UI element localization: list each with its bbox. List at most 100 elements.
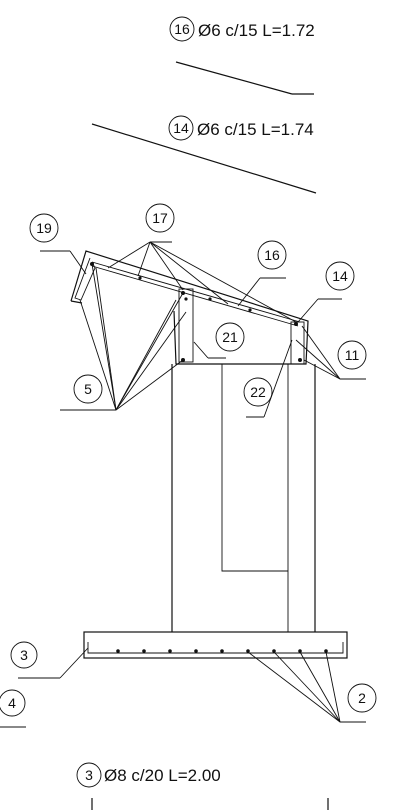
leader (137, 241, 151, 277)
label-14-text: 14 (332, 268, 348, 284)
slab-outline (70, 250, 309, 365)
leader (115, 299, 177, 411)
bar-16-shape (175, 61, 293, 95)
rebar-dot (272, 649, 276, 653)
label-2: 2 (247, 651, 377, 723)
label-circle (73, 374, 103, 404)
label-3-text: 3 (20, 647, 28, 663)
label-circle (347, 683, 377, 713)
label-2-text: 2 (358, 690, 366, 706)
rebar-dot (184, 297, 188, 301)
leader (295, 339, 341, 380)
leader (303, 359, 341, 380)
label-circle (215, 322, 245, 352)
callout-bar-16: 16 Ø6 c/15 L=1.72 (169, 16, 315, 95)
callout-bar-3: 3 Ø8 c/20 L=2.00 (76, 762, 329, 810)
bar-16-spec: Ø6 c/15 L=1.72 (198, 21, 315, 40)
rebar-dot (168, 649, 172, 653)
slab-bottom-left (70, 300, 83, 304)
label-4-text: 4 (8, 695, 16, 711)
rebar-dot (116, 649, 120, 653)
footing (83, 631, 348, 659)
leader (299, 651, 341, 723)
leader (263, 339, 293, 418)
leader (115, 359, 184, 411)
leader (273, 651, 341, 723)
label-circle (29, 213, 59, 243)
column-cage-left (178, 288, 194, 363)
top-rebar-line-2 (91, 265, 299, 327)
label-19: 19 (29, 213, 87, 275)
label-21: 21 (193, 322, 245, 359)
label-4: 4 (0, 689, 26, 728)
leader (247, 651, 341, 723)
label-circle (10, 641, 38, 669)
rebar-dot (298, 649, 302, 653)
label-11-text: 11 (345, 347, 360, 363)
cross-section (70, 250, 316, 632)
bar-14-spec: Ø6 c/15 L=1.74 (197, 120, 314, 139)
label-14: 14 (297, 261, 355, 323)
leader (237, 277, 261, 307)
rebar-dot (220, 649, 224, 653)
rebar-dot (246, 649, 250, 653)
label-22-text: 22 (250, 384, 266, 400)
label-circle (337, 340, 367, 370)
column-cage-right (290, 321, 305, 365)
leader (149, 241, 184, 291)
mark-circle-16 (169, 16, 195, 42)
label-circle (257, 240, 287, 270)
footing-outline (83, 631, 348, 659)
label-circle (0, 689, 26, 717)
bar-14-shape (91, 123, 317, 194)
label-circle (325, 261, 355, 291)
leader (69, 250, 87, 275)
rebar-dot (138, 276, 142, 280)
mark-circle-14 (168, 115, 194, 141)
rebar-dot (294, 322, 298, 326)
leader (107, 241, 151, 269)
label-17: 17 (107, 203, 297, 323)
footing-bottom-rebar (87, 642, 344, 654)
leader (149, 241, 229, 305)
wall-recess (221, 364, 288, 572)
mark-16-text: 16 (174, 21, 190, 37)
leader (115, 311, 187, 411)
rebar-dot (194, 649, 198, 653)
leader (193, 341, 209, 359)
rebar-dot (324, 649, 328, 653)
callout-bar-14: 14 Ø6 c/15 L=1.74 (91, 115, 317, 194)
label-circle (145, 203, 175, 233)
leader (79, 299, 117, 411)
leader (95, 267, 117, 411)
top-rebar-line (91, 261, 301, 323)
leader (149, 241, 297, 323)
label-5-text: 5 (84, 381, 92, 397)
label-16: 16 (237, 240, 287, 307)
leader (297, 298, 319, 323)
mark-3-text: 3 (85, 767, 93, 783)
bar-3-spec: Ø8 c/20 L=2.00 (104, 766, 221, 785)
label-5: 5 (60, 263, 187, 411)
label-17-text: 17 (152, 210, 168, 226)
rebar-dot (142, 649, 146, 653)
label-3: 3 (10, 641, 89, 679)
label-21-text: 21 (222, 329, 238, 345)
rebar-dot (248, 308, 252, 312)
label-19-text: 19 (36, 220, 52, 236)
leader (325, 651, 341, 723)
label-11: 11 (295, 325, 367, 380)
mark-14-text: 14 (173, 120, 189, 136)
leader (115, 292, 184, 411)
label-22: 22 (243, 339, 293, 418)
rebar-dot (298, 358, 302, 362)
label-16-text: 16 (264, 247, 280, 263)
left-stirrup (74, 257, 96, 301)
leader (301, 325, 341, 380)
mark-circle-3 (76, 762, 102, 788)
leader (59, 647, 89, 679)
label-circle (243, 377, 273, 407)
leader (91, 263, 117, 411)
rebar-dot (208, 297, 212, 301)
